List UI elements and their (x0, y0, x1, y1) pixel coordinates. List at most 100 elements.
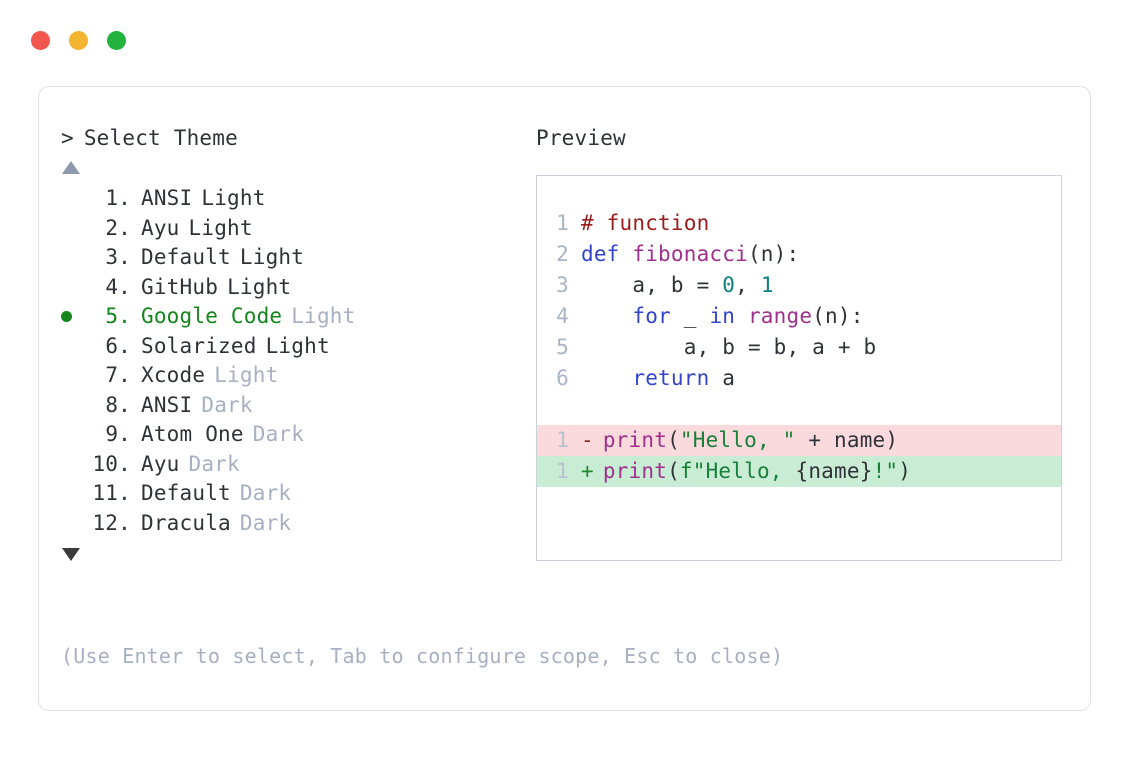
preview-label: Preview (536, 126, 626, 150)
theme-item-name: Ayu (141, 215, 180, 240)
line-number: 1 (556, 211, 569, 235)
code-token: (n): (747, 242, 800, 266)
code-line-text: return a (581, 363, 735, 394)
theme-item-name: Ayu (141, 451, 180, 476)
theme-item-name: Atom One (141, 422, 244, 446)
theme-item-variant: Light (227, 274, 292, 299)
code-line: 6 return a (537, 363, 1061, 394)
selected-dot-icon (61, 311, 72, 322)
page-title: Select Theme (83, 126, 238, 150)
theme-item-name: ANSI (141, 186, 193, 210)
line-number: 3 (556, 273, 569, 297)
diff-line-text: print("Hello, " + name) (603, 425, 898, 456)
code-token (581, 304, 632, 328)
theme-item-index: 3. (105, 245, 131, 269)
code-line: 4 for _ in range(n): (537, 301, 1061, 332)
theme-item-name: Xcode (141, 363, 206, 387)
code-line-text: def fibonacci(n): (581, 239, 799, 270)
theme-item-name: Google Code (141, 304, 283, 328)
theme-item-variant: Dark (188, 451, 240, 476)
code-token: , (735, 273, 761, 297)
theme-item-index: 7. (105, 363, 131, 387)
keyboard-hint: (Use Enter to select, Tab to configure s… (61, 644, 784, 668)
code-line: 3 a, b = 0, 1 (537, 270, 1061, 301)
code-token: return (632, 366, 710, 390)
code-token: 1 (760, 273, 774, 297)
code-token: ) (898, 459, 912, 483)
theme-item-name: ANSI (141, 392, 193, 417)
theme-item-index: 11. (92, 481, 131, 505)
diff-line-text: print(f"Hello, {name}!") (603, 456, 911, 487)
code-token: ( (667, 459, 680, 483)
code-token (735, 304, 748, 328)
code-line: 5 a, b = b, a + b (537, 332, 1061, 363)
line-number: 5 (556, 335, 569, 359)
theme-item-index: 6. (105, 333, 131, 358)
code-token: range (747, 304, 813, 328)
theme-item-index: 12. (92, 510, 131, 535)
code-token: 0 (722, 273, 736, 297)
prompt-row: > Select Theme (61, 123, 531, 153)
code-token: f"Hello, (679, 459, 796, 483)
code-token: (n): (812, 304, 864, 328)
window-controls (31, 31, 126, 50)
code-token (581, 366, 632, 390)
theme-item-variant: Light (188, 215, 253, 240)
code-line-text: a, b = 0, 1 (581, 270, 774, 301)
code-token: + name) (795, 428, 899, 452)
theme-item-index: 4. (105, 274, 131, 299)
scroll-up-icon[interactable] (62, 161, 80, 174)
code-token: print (602, 459, 668, 483)
code-line-text: for _ in range(n): (581, 301, 864, 332)
theme-item-index: 1. (105, 186, 131, 210)
theme-list-item[interactable]: 11. Default Dark (61, 479, 531, 509)
code-token: a (709, 366, 736, 390)
diff-minus-marker: - (581, 428, 594, 452)
theme-list-item[interactable]: 7. Xcode Light (61, 361, 531, 391)
code-token: "Hello, " (679, 428, 796, 452)
close-dot[interactable] (31, 31, 50, 50)
code-token: def (581, 242, 633, 266)
line-number: 4 (556, 304, 569, 328)
code-token: fibonacci (632, 242, 748, 266)
line-number: 6 (556, 366, 569, 390)
prompt-caret-icon: > (61, 126, 74, 150)
code-token: # function (581, 211, 710, 235)
theme-item-variant: Dark (252, 422, 305, 446)
code-token: {name} (795, 459, 873, 483)
code-line: 2 def fibonacci(n): (537, 239, 1061, 270)
code-token: !" (872, 459, 899, 483)
line-number: 1 (556, 459, 569, 483)
code-token: print (602, 428, 668, 452)
theme-item-variant: Dark (239, 510, 292, 535)
code-token: for (632, 304, 671, 328)
theme-item-name: Default (141, 481, 231, 505)
theme-item-variant: Dark (239, 481, 292, 505)
maximize-dot[interactable] (107, 31, 126, 50)
theme-item-variant: Light (265, 333, 330, 358)
line-number: 2 (556, 242, 569, 266)
code-token: ( (667, 428, 680, 452)
code-line: 1 # function (537, 208, 1061, 239)
scroll-down-icon[interactable] (62, 548, 80, 561)
theme-item-name: Default (141, 245, 231, 269)
minimize-dot[interactable] (69, 31, 88, 50)
diff-block: 1-print("Hello, " + name)1+print(f"Hello… (537, 425, 1061, 487)
theme-item-variant: Light (214, 363, 279, 387)
theme-item-index: 8. (105, 392, 131, 417)
code-line-text: # function (581, 208, 709, 239)
